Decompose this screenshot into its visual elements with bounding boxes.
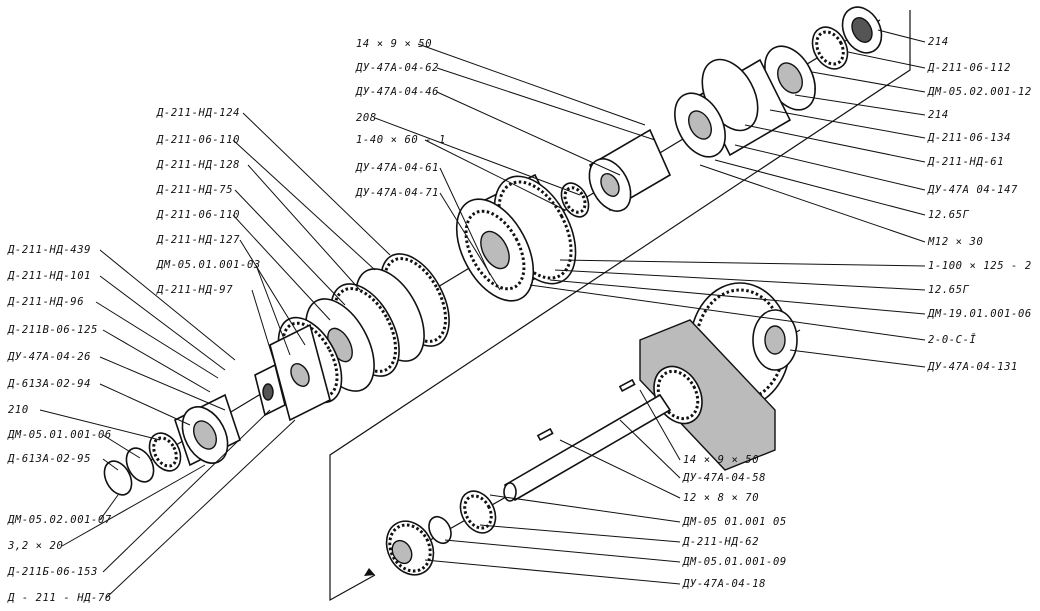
label-dm0502001-07: ДМ-05.02.001-07 — [7, 514, 112, 526]
label-d211b06153: Д-211Б-06-153 — [7, 566, 98, 578]
label-d21106110-b: Д-211-06-110 — [156, 209, 240, 221]
part-labels: 14 × 9 × 50 ДУ-47А-04-62 ДУ-47А-04-46 20… — [7, 36, 1032, 604]
friction-disc-stack — [277, 253, 450, 404]
label-dm0501001-06: ДМ-05.01.001-06 — [7, 429, 112, 441]
label-key-14x9x50-bottom: 14 × 9 × 50 — [683, 454, 759, 466]
label-du47a0426: ДУ-47А-04-26 — [7, 351, 91, 363]
clutch-drum-part — [455, 173, 577, 302]
key-14x9x50-part — [618, 378, 636, 393]
label-d211nd96: Д-211-НД-96 — [7, 296, 84, 308]
label-du47a0446: ДУ-47А-04-46 — [355, 86, 439, 98]
label-d21106110-a: Д-211-06-110 — [156, 134, 240, 146]
label-d211nd97: Д-211-НД-97 — [156, 284, 233, 296]
label-dm0501001-05: ДМ-05 01.001 05 — [682, 516, 787, 528]
lower-assembly — [385, 282, 801, 576]
label-du47a0461: ДУ-47А-04-61 — [355, 162, 439, 174]
label-dm0501001-09: ДМ-05.01.001-09 — [682, 556, 787, 568]
lock-ring-part — [428, 515, 452, 545]
label-d613a0294: Д-613А-02-94 — [7, 378, 91, 390]
sprocket-part — [385, 520, 435, 576]
pressure-plate-part — [269, 323, 331, 422]
label-d211nd61: Д-211-НД-61 — [927, 156, 1004, 168]
label-key-14x9x50-top: 14 × 9 × 50 — [356, 38, 432, 50]
hub-part — [588, 128, 672, 212]
clutch-hub-part — [459, 490, 497, 534]
seal-ring-part — [125, 447, 155, 483]
label-d211nd439: Д-211-НД-439 — [7, 244, 91, 256]
label-d211806125: Д-211В-06-125 — [7, 324, 98, 336]
label-bearing-210: 210 — [8, 404, 29, 416]
label-du47a0458: ДУ-47А-04-58 — [682, 472, 766, 484]
shaft-part — [503, 393, 672, 502]
label-1-100x125-2: 1-100 × 125 - 2 — [928, 260, 1032, 272]
label-dm0501001-03: ДМ-05.01.001-03 — [156, 259, 261, 271]
bearing-housing-part — [174, 393, 241, 467]
label-2-0-c: 2-0-С-Ī — [928, 333, 977, 346]
label-du47a04147: ДУ-47А 04-147 — [927, 184, 1018, 196]
label-du47a0418: ДУ-47А-04-18 — [682, 578, 766, 590]
label-d211nd128: Д-211-НД-128 — [156, 159, 240, 171]
support-block-part — [639, 319, 776, 471]
label-du47a0462: ДУ-47А-04-62 — [355, 62, 439, 74]
label-1265g-a: 12.65Г — [928, 209, 970, 221]
label-dm0502001-12: ДМ-05.02.001-12 — [927, 86, 1032, 98]
label-d211nd124: Д-211-НД-124 — [156, 107, 240, 119]
label-d613a0295: Д-613А-02-95 — [7, 453, 91, 465]
label-key-12x8x70: 12 × 8 × 70 — [683, 492, 759, 504]
label-dm1901001-06: ДМ-19.01.001-06 — [927, 308, 1032, 320]
label-du47a0471: ДУ-47А-04-71 — [355, 187, 439, 199]
small-flange-part — [254, 363, 286, 417]
leader-lines — [39, 29, 926, 599]
label-bearing-208: 208 — [356, 112, 377, 124]
label-d21106134: Д-211-06-134 — [927, 132, 1011, 144]
label-bearing-214-b: 214 — [928, 109, 949, 121]
bearing-208-part — [560, 182, 590, 218]
bearing-214-part — [811, 26, 849, 70]
label-3-2x20: 3,2 × 20 — [7, 540, 63, 552]
label-du47a04131: ДУ-47А-04-131 — [927, 361, 1018, 373]
bearing-210-part — [148, 432, 182, 472]
upper-assembly — [103, 6, 883, 496]
label-d211nd127: Д-211-НД-127 — [156, 234, 240, 246]
label-d211nd62: Д-211-НД-62 — [682, 536, 759, 548]
label-d211nd76: Д - 211 - НД-76 — [7, 592, 112, 604]
label-1-40x60-1: 1-40 × 60 - 1 — [356, 134, 446, 146]
label-d211nd75: Д-211-НД-75 — [156, 184, 233, 196]
label-d21106112: Д-211-06-112 — [927, 62, 1011, 74]
label-bearing-214-a: 214 — [928, 36, 949, 48]
snap-ring-part — [103, 460, 133, 496]
end-cap-part — [841, 6, 883, 54]
label-m12x30: М12 × 30 — [927, 236, 983, 248]
assembly-transfer-arrow — [329, 10, 911, 602]
label-d211nd101: Д-211-НД-101 — [7, 270, 91, 282]
key-12x8x70-part — [536, 427, 554, 442]
housing-cylinder-part — [674, 58, 792, 158]
label-1265g-b: 12.65Г — [928, 284, 970, 296]
